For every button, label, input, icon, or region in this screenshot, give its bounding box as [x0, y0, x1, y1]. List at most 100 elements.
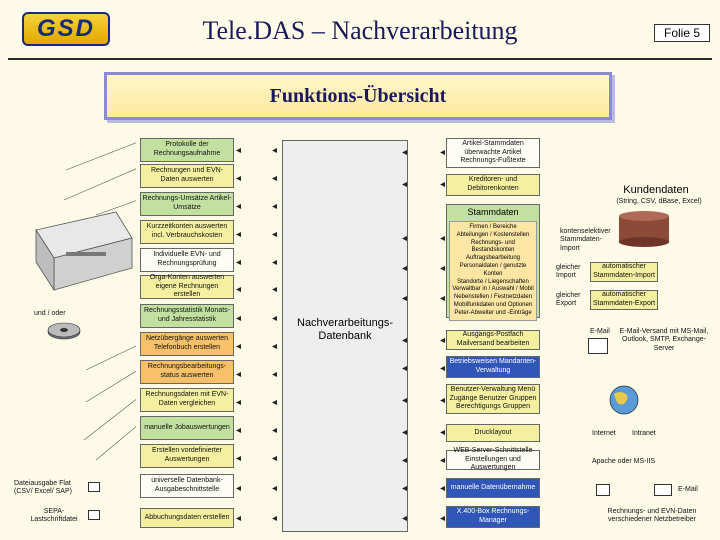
- arrow-icon: [272, 148, 277, 153]
- arrow-icon: [272, 372, 277, 377]
- page-title: Tele.DAS – Nachverarbeitung: [202, 16, 518, 45]
- right-function-box: WEB-Server-Schnittstelle Einstellungen u…: [446, 447, 540, 471]
- right-function-box: X.400-Box Rechnungs-Manager: [446, 506, 540, 528]
- globe-icon: [609, 385, 639, 415]
- arrow-icon: [440, 458, 445, 463]
- left-function-box: Kurzzeitkonten auswerten incl. Verbrauch…: [140, 220, 234, 244]
- gsd-logo: GSD: [22, 12, 110, 46]
- arrow-icon: [402, 296, 407, 301]
- kundendaten-title: Kundendaten: [623, 184, 689, 196]
- internet-label: Internet: [592, 430, 616, 437]
- und-oder-label: und / oder: [34, 310, 66, 317]
- arrow-icon: [236, 400, 241, 405]
- arrow-icon: [402, 398, 407, 403]
- right-function-box: Ausgangs-Postfach Mailversand bearbeiten: [446, 330, 540, 350]
- stammdaten-item: Abteilungen / Kostenstellen: [456, 231, 530, 238]
- kreditoren-box: Kreditoren- und Debitorenkonten: [446, 174, 540, 196]
- dateiausgabe-label: Dateiausgabe Flat (CSV/ Excel/ SAP): [14, 480, 72, 496]
- left-function-box: Rechnungsbearbeitungs-status auswerten: [140, 360, 234, 384]
- arrow-icon: [272, 287, 277, 292]
- auto-import-box: automatischer Stammdaten-Import: [590, 262, 658, 282]
- printer-icon: [35, 211, 133, 292]
- arrow-icon: [236, 316, 241, 321]
- computer-icon-2: [88, 510, 100, 520]
- header-divider: [8, 58, 712, 60]
- left-function-box: Rechnungsstatistik Monats- und Jahressta…: [140, 304, 234, 328]
- arrow-icon: [236, 232, 241, 237]
- arrow-icon: [402, 266, 407, 271]
- left-illustration: [35, 142, 136, 461]
- slide-number: Folie 5: [654, 24, 710, 42]
- stammdaten-item: Rechnungs- und Bestandskonten: [470, 239, 516, 254]
- arrow-icon: [272, 344, 277, 349]
- stammdaten-item: Standorte / Liegenschaften: [457, 278, 529, 285]
- arrow-icon: [402, 430, 407, 435]
- arrow-icon: [236, 176, 241, 181]
- arrow-icon: [440, 236, 445, 241]
- arrow-icon: [272, 204, 277, 209]
- arrow-icon: [440, 182, 445, 187]
- arrow-icon: [440, 296, 445, 301]
- disk-icon: [47, 322, 81, 340]
- arrow-icon: [440, 266, 445, 271]
- arrow-icon: [440, 516, 445, 521]
- kundendaten-sub: (String, CSV, dBase, Excel): [616, 198, 702, 205]
- apache-label: Apache oder MS-IIS: [592, 458, 656, 465]
- email-label: E-Mail: [590, 328, 610, 335]
- right-function-box: Benutzer-Verwaltung Menü Zugänge Benutze…: [446, 384, 540, 414]
- left-function-box: Protokolle der Rechnungsaufnahme: [140, 138, 234, 162]
- stammdaten-item: Verwaltbar in / Auswahl / Mobil: [452, 286, 534, 293]
- arrow-icon: [272, 176, 277, 181]
- arrow-icon: [272, 400, 277, 405]
- arrow-icon: [272, 316, 277, 321]
- artikel-stammdaten-box: Artikel-Stammdaten überwachte Artikel Re…: [446, 138, 540, 168]
- left-function-box: universelle Datenbank-Ausgabeschnittstel…: [140, 474, 234, 498]
- stammdaten-item: Peter-Abweiter und -Einträge: [454, 309, 532, 316]
- stammdaten-title: Stammdaten: [467, 207, 519, 217]
- arrow-icon: [272, 428, 277, 433]
- stammdaten-item: Nebenstellen / Festnetzdaten: [453, 294, 533, 301]
- arrow-icon: [440, 398, 445, 403]
- left-function-box: Rechnungen und EVN-Daten auswerten: [140, 164, 234, 188]
- stammdaten-item: Mobilfunkdaten und Optionen: [453, 301, 533, 308]
- left-function-box: Rechnungs-Umsätze Artikel-Umsätze: [140, 192, 234, 216]
- arrow-icon: [236, 260, 241, 265]
- arrow-icon: [272, 232, 277, 237]
- arrow-icon: [440, 150, 445, 155]
- arrow-icon: [440, 430, 445, 435]
- arrow-icon: [272, 486, 277, 491]
- section-banner: Funktions-Übersicht: [104, 72, 612, 120]
- database-cylinder-icon: [619, 211, 669, 247]
- rechnungs-evn-label: Rechnungs- und EVN-Daten verschiedener N…: [607, 508, 697, 524]
- arrow-icon: [236, 428, 241, 433]
- arrow-icon: [402, 516, 407, 521]
- arrow-icon: [236, 148, 241, 153]
- left-function-box: Orga-Konten auswerten eigene Rechnungen …: [140, 274, 234, 299]
- arrow-icon: [402, 458, 407, 463]
- pc-icon: [596, 484, 610, 496]
- arrow-icon: [236, 456, 241, 461]
- arrow-icon: [272, 456, 277, 461]
- right-function-box: Betriebsweisen Mandanten-Verwaltung: [446, 356, 540, 378]
- left-function-box: manuelle Jobauswertungen: [140, 416, 234, 440]
- kontenselektiv-label: kontenselektiver Stammdaten-Import: [560, 228, 611, 252]
- arrow-icon: [402, 150, 407, 155]
- left-function-box: Rechnungsdaten mit EVN-Daten vergleichen: [140, 388, 234, 412]
- gleicher-import-label: gleicher Import: [556, 264, 581, 280]
- arrow-icon: [236, 486, 241, 491]
- arrow-icon: [440, 366, 445, 371]
- left-function-box: Abbuchungsdaten erstellen: [140, 508, 234, 528]
- gleicher-export-label: gleicher Export: [556, 292, 581, 308]
- arrow-icon: [236, 344, 241, 349]
- pc-icon-2: [654, 484, 672, 496]
- sepa-label: SEPA-Lastschriftdatei: [30, 508, 78, 524]
- arrow-icon: [236, 287, 241, 292]
- arrow-icon: [402, 236, 407, 241]
- arrow-icon: [402, 366, 407, 371]
- intranet-label: Intranet: [632, 430, 656, 437]
- auto-export-box: automatischer Stammdaten-Export: [590, 290, 658, 310]
- right-function-box: Drucklayout: [446, 424, 540, 442]
- left-function-box: Individuelle EVN- und Rechnungsprüfung: [140, 248, 234, 272]
- email2-label: E-Mail: [678, 486, 698, 493]
